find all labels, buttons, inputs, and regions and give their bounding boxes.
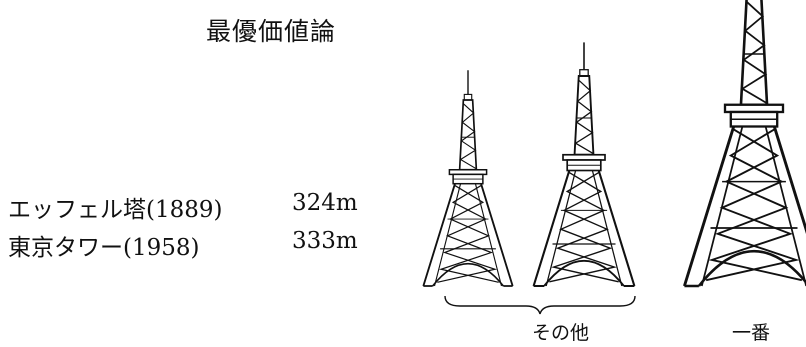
tower-height: 324m	[292, 190, 358, 216]
tower-first-drawing	[682, 0, 806, 288]
brace-others	[444, 295, 636, 315]
tower-name: エッフェル塔(1889)	[8, 197, 223, 223]
page-title: 最優価値論	[206, 17, 337, 46]
tower-height: 333m	[292, 228, 358, 254]
caption-first: 一番	[732, 322, 771, 344]
tower-name: 東京タワー(1958)	[8, 235, 200, 261]
tower-eiffel-drawing	[422, 69, 514, 287]
caption-others: その他	[532, 322, 590, 344]
tower-tokyo-drawing	[532, 41, 636, 288]
